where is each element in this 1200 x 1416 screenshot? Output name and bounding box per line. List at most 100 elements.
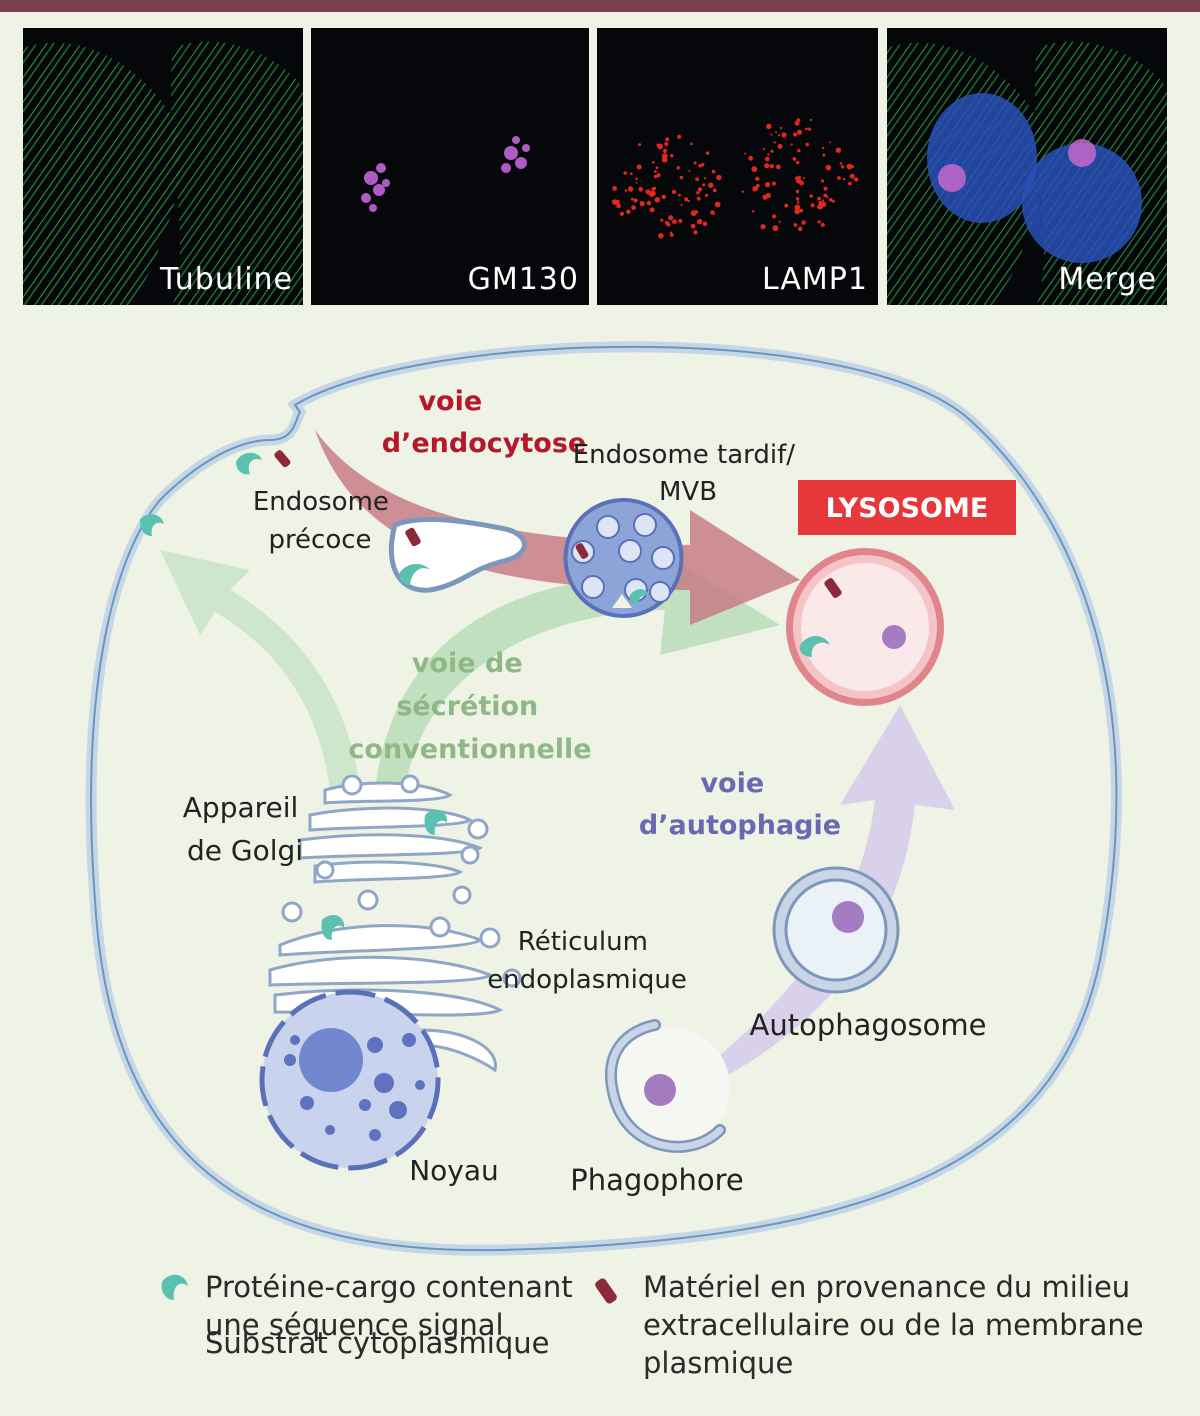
lamp1-punctum [693, 161, 697, 165]
lamp1-punctum [816, 205, 820, 209]
lamp1-punctum [680, 203, 683, 206]
lamp1-punctum [822, 153, 826, 157]
legend-substrat: Substrat cytoplasmique [205, 1324, 549, 1362]
lamp1-punctum [781, 132, 787, 138]
lamp1-punctum [779, 126, 783, 130]
lamp1-punctum [794, 204, 801, 211]
cell-diagram: LYSOSOME [85, 341, 1122, 1304]
lamp1-punctum [817, 220, 821, 224]
lamp1-punctum [672, 219, 677, 225]
lamp1-punctum [629, 172, 633, 176]
noyau-label: Noyau [409, 1154, 499, 1187]
lamp1-punctum [744, 152, 747, 155]
lamp1-punctum [848, 181, 852, 186]
lamp1-punctum [670, 233, 674, 237]
lamp1-punctum [823, 186, 828, 191]
autophagosome [772, 866, 900, 994]
lamp1-punctum [846, 163, 853, 170]
cargo-membrane-1 [236, 452, 262, 475]
lamp1-punctum [687, 199, 690, 203]
lamp1-punctum [714, 201, 721, 208]
legend-cargo-line-2: une séquence signal [205, 1308, 504, 1342]
lamp1-punctum [808, 127, 812, 131]
micrograph-gm130: GM130 [311, 28, 589, 305]
micrograph-merge: Merge [887, 28, 1167, 305]
legend-cargo: Protéine-cargo contenant une séquence si… [205, 1268, 573, 1344]
lamp1-punctum [822, 146, 825, 150]
lamp1-punctum [694, 210, 699, 214]
lamp1-punctum [820, 179, 825, 183]
legend-materiel-line-1: Matériel en provenance du milieu [643, 1270, 1131, 1304]
lamp1-punctum [646, 200, 652, 206]
lamp1-punctum [755, 176, 760, 181]
lamp1-punctum [660, 218, 664, 222]
lamp1-punctum [624, 189, 628, 192]
secretion-arrow-right [375, 545, 780, 790]
lamp1-punctum [817, 196, 821, 201]
lamp1-punctum [658, 233, 664, 239]
lamp1-punctum [809, 118, 813, 122]
lamp1-punctum [635, 177, 639, 181]
lamp1-punctum [655, 166, 659, 170]
lamp1-punctum [700, 162, 705, 167]
lamp1-punctum [767, 153, 770, 156]
lamp1-punctum [712, 188, 717, 193]
legend-substrat-line: Substrat cytoplasmique [205, 1326, 550, 1360]
legend-materiel-line-3: plasmique [643, 1346, 794, 1380]
phagophore [604, 1019, 730, 1153]
autophagosome-label: Autophagosome [750, 1008, 987, 1042]
lamp1-punctum [645, 189, 651, 195]
lamp1-punctum [794, 120, 800, 126]
lamp1-punctum [690, 142, 693, 146]
lamp1-punctum [619, 211, 624, 216]
lamp1-punctum [797, 148, 801, 153]
lamp1-punctum [792, 157, 797, 161]
lamp1-punctum [638, 143, 642, 147]
nucleus [259, 989, 441, 1171]
lamp1-punctum [702, 183, 706, 187]
lamp1-punctum [769, 164, 774, 169]
lamp1-punctum [668, 215, 674, 221]
secretion-label: voie de sécrétion conventionnelle [348, 648, 591, 765]
lamp1-punctum [664, 220, 669, 225]
lamp1-punctum [797, 129, 802, 135]
lamp1-punctum [820, 222, 825, 227]
lamp1-punctum [678, 218, 683, 224]
lamp1-punctum [752, 185, 758, 192]
lamp1-punctum [693, 230, 698, 235]
lamp1-punctum [741, 190, 745, 193]
lamp1-punctum [801, 220, 806, 225]
lamp1-punctum [704, 177, 707, 180]
merge-label: Merge [1058, 262, 1157, 297]
lamp1-punctum [797, 175, 801, 179]
lamp1-punctum [831, 200, 834, 203]
lamp1-punctum [626, 209, 631, 215]
gm130-label: GM130 [467, 262, 579, 297]
lamp1-punctum [778, 220, 781, 223]
lamp1-punctum [635, 181, 638, 184]
lamp1-punctum [840, 165, 845, 169]
lamp1-punctum [803, 176, 806, 179]
lamp1-label: LAMP1 [762, 262, 868, 297]
lamp1-punctum [751, 166, 758, 173]
lamp1-punctum [616, 203, 621, 209]
material-membrane [274, 450, 291, 468]
lamp1-punctum [772, 225, 779, 232]
lamp1-punctum [697, 219, 703, 225]
lamp1-punctum [651, 187, 655, 191]
lamp1-punctum [784, 203, 789, 208]
lamp1-punctum [821, 199, 825, 202]
legend-materiel: Matériel en provenance du milieu extrace… [643, 1268, 1144, 1382]
lysosome-box [798, 480, 1016, 535]
lamp1-punctum [688, 169, 691, 172]
lamp1-punctum [664, 141, 669, 147]
lamp1-punctum [825, 164, 832, 171]
endocytose-label: voie d’endocytose [382, 386, 586, 459]
lamp1-punctum [760, 224, 766, 230]
lamp1-punctum [711, 169, 716, 174]
lamp1-punctum [670, 154, 674, 158]
merge-image [887, 41, 1167, 305]
lamp1-punctum [766, 123, 772, 130]
lamp1-punctum [765, 182, 771, 188]
top-bar [0, 0, 1200, 12]
